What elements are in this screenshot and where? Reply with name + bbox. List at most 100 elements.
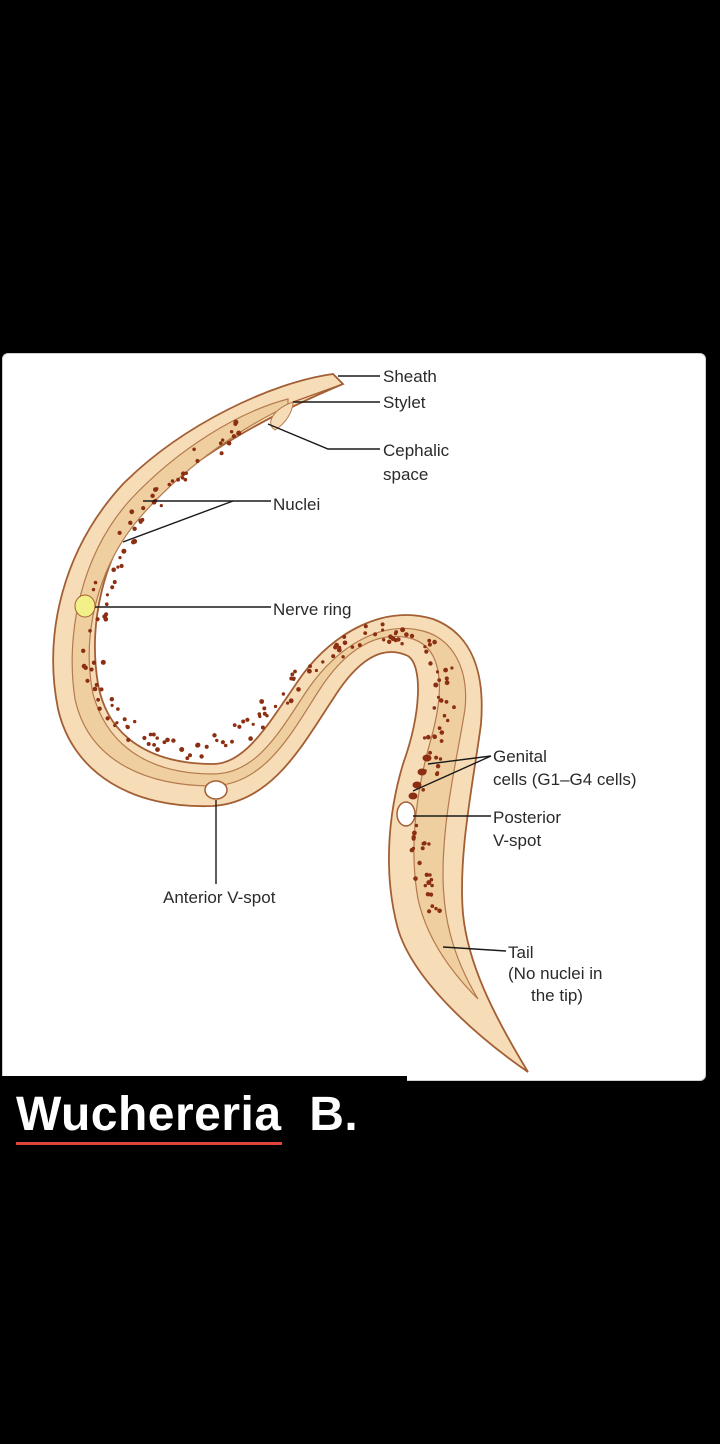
nucleus-dot (428, 661, 433, 666)
label-posterior-line1: Posterior (493, 808, 561, 827)
nucleus-dot (97, 706, 102, 711)
nucleus-dot (430, 904, 435, 908)
nucleus-dot (132, 526, 137, 531)
nucleus-dot (428, 750, 432, 755)
nucleus-dot (273, 704, 278, 709)
nucleus-dot (85, 678, 90, 683)
genital-cell (408, 792, 418, 800)
nucleus-dot (373, 632, 378, 637)
nucleus-dot (427, 642, 432, 647)
nucleus-dot (438, 757, 443, 761)
nucleus-dot (142, 735, 147, 741)
nucleus-dot (331, 654, 336, 659)
label-nuclei: Nuclei (273, 495, 320, 514)
nucleus-dot (128, 520, 133, 525)
label-sheath: Sheath (383, 367, 437, 386)
nucleus-dot (199, 754, 204, 759)
nucleus-dot (236, 430, 242, 436)
nucleus-dot (341, 655, 345, 659)
nucleus-dot (438, 698, 444, 703)
nucleus-dot (212, 733, 217, 738)
nucleus-dot (435, 764, 441, 769)
nucleus-dot (95, 617, 100, 622)
label-anterior-v-spot: Anterior V-spot (163, 888, 276, 907)
nucleus-dot (427, 638, 432, 643)
nucleus-dot (181, 471, 186, 476)
nucleus-dot (307, 668, 312, 674)
label-nerve-ring: Nerve ring (273, 600, 351, 619)
genital-cell (422, 754, 432, 762)
nucleus-dot (342, 634, 347, 639)
genital-leader-2 (412, 755, 492, 792)
label-genital-line2: cells (G1–G4 cells) (493, 770, 637, 789)
nucleus-dot (133, 719, 137, 724)
nucleus-dot (152, 743, 157, 747)
nucleus-dot (232, 723, 237, 727)
nucleus-dot (350, 645, 355, 649)
nuclei-dots (81, 419, 456, 914)
label-stylet: Stylet (383, 393, 426, 412)
nucleus-dot (99, 687, 104, 692)
caption-word[interactable]: Wuchereria (16, 1088, 282, 1145)
nucleus-dot (192, 447, 196, 452)
nucleus-dot (380, 622, 385, 627)
nucleus-dot (393, 631, 398, 636)
nucleus-dot (400, 627, 406, 633)
nucleus-dot (110, 585, 115, 590)
nucleus-dot (223, 743, 228, 748)
nucleus-dot (89, 667, 94, 672)
nucleus-dot (382, 638, 386, 642)
nucleus-dot (413, 876, 418, 881)
nucleus-dot (422, 736, 427, 740)
nucleus-dot (245, 717, 250, 722)
nucleus-dot (226, 441, 232, 446)
caption-word-text: Wuchereria (16, 1088, 282, 1141)
nucleus-dot (81, 663, 87, 669)
nucleus-dot (81, 648, 86, 653)
nucleus-dot (116, 707, 120, 711)
nucleus-dot (105, 716, 110, 721)
nucleus-dot (148, 732, 153, 737)
nucleus-dot (412, 830, 417, 836)
caption-suffix: B. (281, 1088, 359, 1141)
nucleus-dot (162, 740, 167, 745)
nuclei-leader-2 (122, 500, 234, 543)
nucleus-dot (437, 678, 442, 682)
nucleus-dot (425, 892, 431, 897)
nucleus-dot (363, 631, 368, 635)
nucleus-dot (357, 643, 362, 648)
nucleus-dot (91, 660, 97, 665)
nucleus-dot (409, 633, 415, 639)
nucleus-dot (259, 699, 265, 704)
nucleus-dot (218, 441, 223, 445)
nucleus-dot (113, 723, 117, 728)
nucleus-dot (183, 477, 188, 482)
nucleus-dot (221, 438, 225, 442)
nucleus-dot (290, 672, 295, 677)
nucleus-dot (220, 740, 225, 745)
nucleus-dot (116, 565, 120, 569)
nucleus-dot (417, 860, 422, 866)
label-cephalic-line1: Cephalic (383, 441, 450, 460)
nucleus-dot (171, 738, 176, 743)
nucleus-dot (439, 739, 444, 743)
nucleus-dot (281, 692, 286, 696)
genital-leader-1 (427, 755, 492, 765)
nucleus-dot (424, 649, 429, 654)
nucleus-dot (429, 877, 434, 882)
nucleus-dot (423, 883, 427, 888)
nucleus-dot (159, 504, 163, 508)
nucleus-dot (150, 493, 155, 498)
genital-cell (412, 781, 422, 789)
nucleus-dot (450, 666, 454, 670)
nucleus-dot (424, 872, 429, 877)
nucleus-dot (432, 706, 437, 710)
anterior-v-spot (204, 780, 228, 800)
nucleus-dot (314, 668, 318, 673)
cephalic-space (270, 401, 294, 431)
caption: Wuchereria B. (16, 1087, 359, 1145)
nucleus-dot (229, 430, 234, 434)
diagram-card: Sheath Stylet Cephalic space Nuclei Nerv… (2, 353, 706, 1081)
spellcheck-underline (16, 1142, 282, 1145)
label-tail-line2: (No nuclei in (508, 964, 603, 983)
